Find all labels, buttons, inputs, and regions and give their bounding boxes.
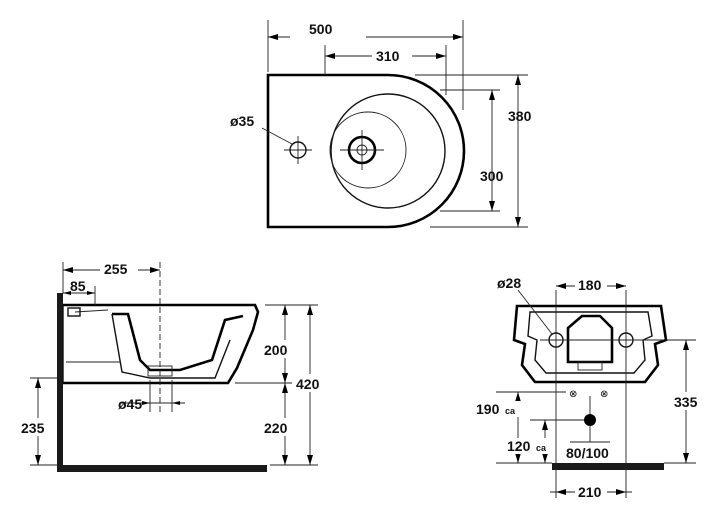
front-view-supply-valve-right: ⊗	[600, 389, 608, 400]
top-view-tap-hole-label: ø35	[230, 113, 254, 129]
front-view-drain-height-suffix: ca	[536, 443, 547, 453]
front-view-drain	[584, 414, 596, 426]
front-view-supply-valve-left: ⊗	[569, 389, 577, 400]
front-view-height-label: 335	[674, 394, 698, 410]
top-view-outline	[266, 73, 466, 229]
front-view-supply-height-label: 190	[476, 401, 500, 417]
side-view: 255 85 200 220 420 235	[20, 261, 327, 472]
side-view-wall	[57, 293, 63, 472]
side-view-tap-offset-label: 85	[70, 278, 86, 294]
side-view-floor	[57, 465, 267, 472]
front-view-bracket-spacing-label: 210	[578, 484, 602, 500]
front-view-fixing-spacing-label: 180	[578, 277, 602, 293]
top-view-bowl-offset-label: 310	[376, 48, 400, 64]
side-view-bowl-height-label: 200	[264, 342, 288, 358]
front-view-body	[512, 304, 668, 384]
front-view-floor	[552, 463, 664, 470]
side-view-drain-label: ø45	[118, 396, 142, 412]
side-view-body	[63, 303, 260, 385]
top-view-bowl-inner	[329, 111, 407, 189]
side-view-rim-floor-label: 220	[264, 420, 288, 436]
top-view: 500 310 380 300 ø35	[230, 20, 532, 229]
side-view-bowl-offset-label: 255	[104, 261, 128, 277]
side-view-bowl	[112, 312, 244, 372]
front-view-drain-height-label: 120	[507, 438, 531, 454]
front-view-fixing-hole-label: ø28	[497, 275, 521, 291]
front-view-supply-height-suffix: ca	[505, 406, 516, 416]
front-view-drain-range-label: 80/100	[566, 445, 609, 461]
top-view-width-label: 500	[309, 21, 333, 37]
top-view-depth-label: 380	[508, 108, 532, 124]
side-view-clearance-label: 235	[21, 420, 45, 436]
side-view-total-height-label: 420	[296, 376, 320, 392]
top-view-bowl-depth-label: 300	[480, 168, 504, 184]
top-view-bowl-outer	[330, 93, 446, 209]
front-view: 180 ø28 335 ⊗ ⊗ 190 ca 120 ca	[476, 275, 704, 500]
